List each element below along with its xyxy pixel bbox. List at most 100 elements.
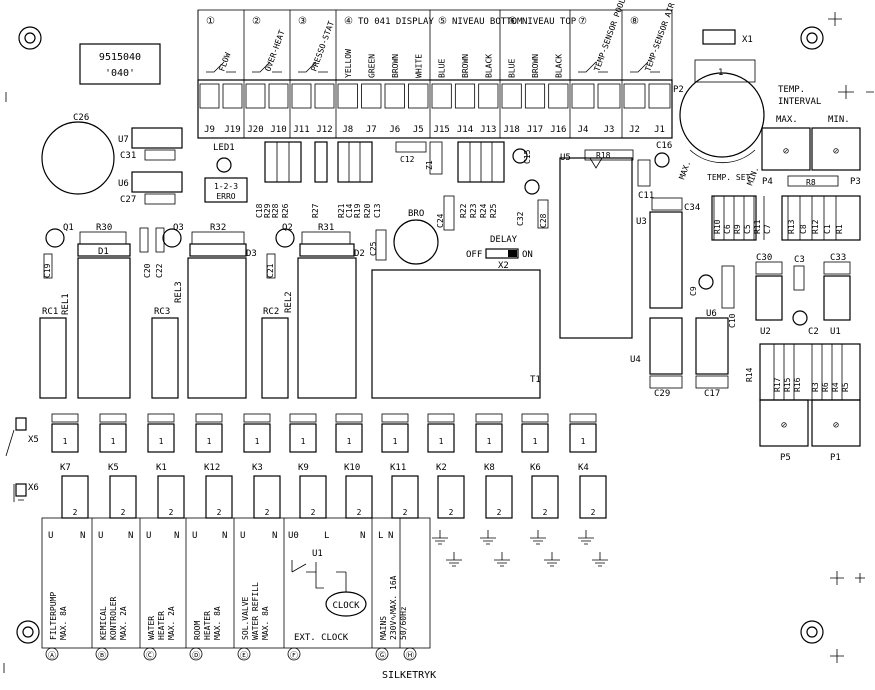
svg-text:X1: X1	[742, 35, 753, 45]
wire-label: BROWN	[461, 54, 470, 78]
relay-body	[579, 475, 607, 519]
input-mark: ①	[206, 16, 215, 27]
resistor-label: R11	[753, 219, 762, 234]
jack-pin	[314, 83, 335, 109]
relay-label: K2	[436, 463, 447, 473]
svg-text:RC2: RC2	[263, 307, 279, 317]
jack-label: J6	[389, 125, 400, 135]
regulators: U7 C31 U6 C27	[118, 127, 183, 205]
relay-label: K1	[156, 463, 167, 473]
svg-text:⊘: ⊘	[781, 420, 787, 431]
svg-text:T1: T1	[530, 375, 541, 385]
terminal-label: N	[174, 531, 179, 541]
svg-text:C28: C28	[539, 213, 548, 228]
relay-pin-box	[521, 423, 549, 453]
relay-label: K8	[484, 463, 495, 473]
relay-body	[437, 475, 465, 519]
input-label: NIVEAU BOTTOM	[452, 17, 523, 27]
output-description: 230V∿MAX. 16A	[389, 575, 398, 640]
svg-text:C20: C20	[143, 263, 152, 278]
svg-text:C19: C19	[43, 263, 52, 278]
relay-label: K3	[252, 463, 263, 473]
jack-label: J12	[316, 125, 332, 135]
svg-text:C27: C27	[120, 195, 136, 205]
relay-pin: 2	[311, 508, 316, 517]
terminal-label: L	[378, 531, 383, 541]
svg-text:C17: C17	[704, 389, 720, 399]
wire-label: YELLOW	[344, 49, 353, 78]
resistor-label: R20	[363, 203, 372, 218]
svg-text:C11: C11	[638, 191, 654, 201]
svg-text:REL3: REL3	[174, 281, 184, 303]
relay-pin: 1	[159, 437, 164, 446]
input-mark: ④	[344, 16, 353, 27]
svg-text:DELAY: DELAY	[490, 235, 518, 245]
wire-label: WHITE	[414, 54, 423, 78]
jack-pin	[648, 83, 671, 109]
wire-label: BROWN	[391, 54, 400, 78]
input-mark: ②	[252, 16, 261, 27]
relay-cap	[521, 413, 549, 423]
side-connectors: X5 X6	[5, 417, 39, 502]
relay-pin: 1	[347, 437, 352, 446]
svg-text:R14: R14	[745, 367, 754, 382]
relay-pin: 1	[393, 437, 398, 446]
temp-set-dial: 1 P2 MAX. TEMP. SET MIN.	[673, 59, 765, 187]
output-mark-ring	[189, 647, 203, 661]
output-description: EXT. CLOCK	[294, 633, 349, 643]
relay-label: K11	[390, 463, 406, 473]
jack-label: J13	[480, 125, 496, 135]
jack-label: J1	[654, 125, 665, 135]
jack-pin	[408, 83, 429, 109]
svg-text:U5: U5	[560, 153, 571, 163]
input-label: TO 041 DISPLAY	[358, 17, 434, 27]
input-mark: ⑥	[508, 16, 517, 27]
relay-pin: 1	[111, 437, 116, 446]
relay-pin-box	[427, 423, 455, 453]
svg-text:U3: U3	[636, 217, 647, 227]
resistor-label: R4	[831, 382, 840, 392]
relay-cap	[289, 413, 317, 423]
svg-text:C31: C31	[120, 151, 136, 161]
svg-text:1-2-3: 1-2-3	[214, 182, 238, 191]
jack-pin	[623, 83, 646, 109]
relay-cap	[427, 413, 455, 423]
output-description: MAX. 2A	[167, 606, 176, 640]
relay-pin: 2	[265, 508, 270, 517]
output-description: WATER	[147, 616, 156, 640]
output-mark-ring	[287, 647, 301, 661]
connector-x1: X1	[702, 29, 753, 45]
switch-symbol	[578, 61, 608, 73]
relay-cap	[475, 413, 503, 423]
jack-label: J16	[550, 125, 566, 135]
jack-label: J14	[457, 125, 473, 135]
jack-label: J7	[366, 125, 377, 135]
relay-label: K5	[108, 463, 119, 473]
jack-pin	[361, 83, 382, 109]
resistor-label: R17	[773, 377, 782, 392]
relay-pin: 2	[591, 508, 596, 517]
jack-pin	[245, 83, 266, 109]
svg-text:C15: C15	[523, 149, 532, 164]
jack-label: J20	[247, 125, 263, 135]
temp-interval-panel: TEMP. INTERVAL MAX. MIN. ⊘ ⊘ P4 P3 R8	[761, 85, 861, 187]
resistor-label: R24	[479, 203, 488, 218]
resistor-label: R9	[733, 224, 742, 234]
resistor-label: R27	[311, 203, 320, 218]
svg-text:Q2: Q2	[282, 223, 293, 233]
svg-text:Q1: Q1	[63, 223, 74, 233]
output-mark-ring	[95, 647, 109, 661]
jack-pin	[548, 83, 569, 109]
wire-label: BLUE	[508, 59, 517, 78]
capacitor-c26: C26	[41, 113, 115, 195]
resistor-label: R23	[469, 203, 478, 218]
svg-text:C3: C3	[794, 255, 805, 265]
resistor-label: R13	[787, 219, 796, 234]
ground-icon	[544, 552, 560, 567]
output-description: KONTROLER	[109, 596, 118, 640]
wire-label: BLACK	[484, 54, 493, 78]
output-mark-ring	[143, 647, 157, 661]
delay-switch[interactable]: DELAY OFF ON X2	[466, 235, 533, 271]
